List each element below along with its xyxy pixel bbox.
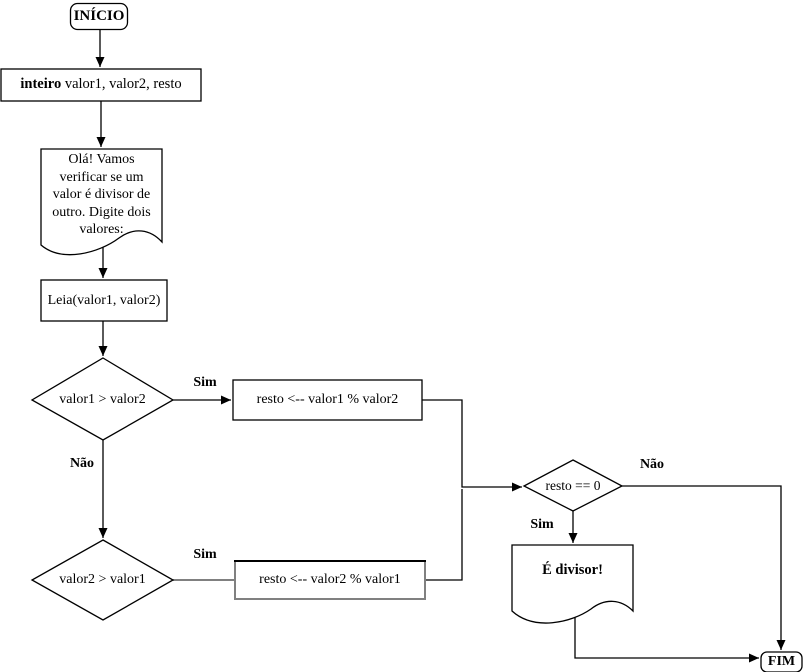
- node-calc1-shape: [232, 379, 423, 421]
- declare-keyword: inteiro: [20, 76, 62, 93]
- node-cond1-label: valor1 > valor2: [59, 392, 146, 408]
- edge-label-cond2-sim: Sim: [193, 547, 217, 562]
- node-cond2-diamond-shape: [30, 539, 175, 621]
- edge-label-cond1-nao: Não: [69, 456, 95, 471]
- node-calc2-label: resto <-- valor2 % valor1: [259, 572, 401, 588]
- node-calc2-shape: [234, 560, 426, 600]
- node-cond3-diamond-shape: [522, 459, 624, 512]
- edge-label-cond3-nao: Não: [639, 457, 665, 472]
- edge-label-cond3-sim: Sim: [530, 517, 554, 532]
- node-fim-shape: [760, 651, 803, 672]
- node-divisor-message-label: É divisor!: [542, 562, 603, 579]
- node-inicio-label: INÍCIO: [73, 7, 125, 24]
- edge-cond3-fim-nao: [622, 485, 786, 650]
- edge-calc2-junction: [425, 489, 463, 581]
- node-declare-label: inteiro valor1, valor2, resto: [1, 69, 201, 101]
- node-cond3-label: resto == 0: [545, 477, 601, 493]
- node-leia-shape: [40, 279, 168, 322]
- node-fim-label: FIM: [767, 654, 796, 670]
- node-divisor-document-shape: [511, 544, 634, 624]
- edge-divisor-fim: [574, 615, 759, 663]
- node-inicio-shape: [69, 2, 129, 31]
- node-calc1-label: resto <-- valor1 % valor2: [256, 392, 399, 408]
- node-leia-label: Leia(valor1, valor2): [47, 292, 161, 308]
- node-cond1-diamond-shape: [30, 357, 175, 441]
- node-intro-message-label: Olá! Vamos verificar se um valor é divis…: [52, 152, 151, 238]
- node-intro-document-shape: [40, 148, 163, 256]
- node-cond2-label: valor2 > valor1: [59, 572, 146, 588]
- edge-calc1-cond3: [422, 399, 522, 492]
- node-declare-shape: [0, 68, 202, 102]
- edge-label-cond1-sim: Sim: [193, 375, 217, 390]
- declare-rest: valor1, valor2, resto: [61, 76, 182, 93]
